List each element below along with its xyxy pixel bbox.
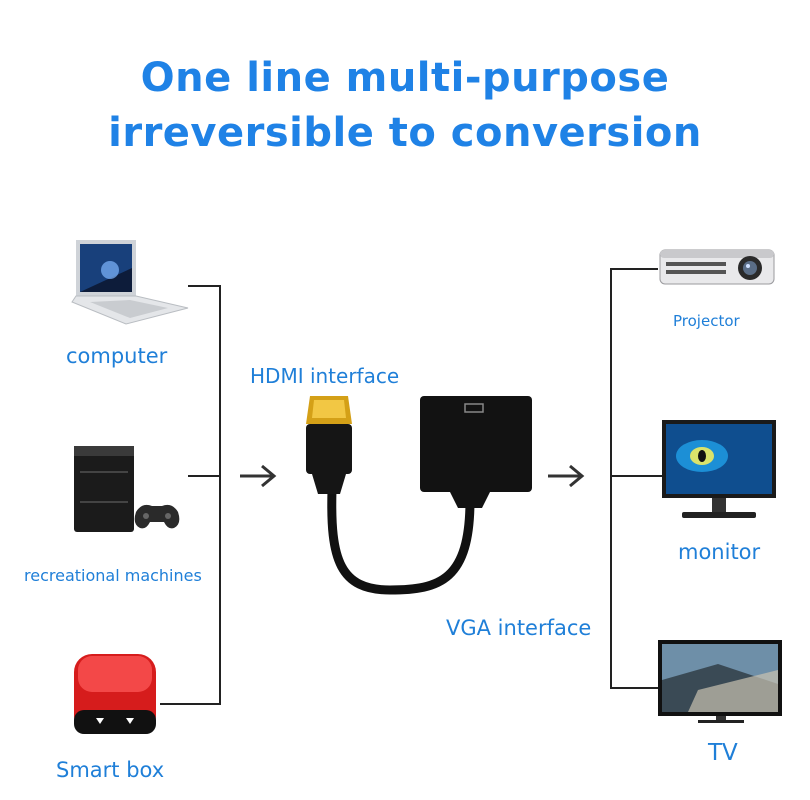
target-bracket-middle [610, 475, 662, 477]
headline-line-2: irreversible to conversion [108, 110, 702, 156]
projector-icon [659, 249, 775, 285]
source-bracket-middle [188, 475, 221, 477]
source-bracket-vertical [219, 285, 221, 705]
source-bracket-bottom [160, 703, 221, 705]
headline-line-1: One line multi-purpose [140, 55, 670, 101]
hdmi-interface-label: HDMI interface [250, 364, 400, 388]
target-bracket-vertical [610, 268, 612, 689]
source-label-smart-box: Smart box [56, 758, 165, 782]
source-label-computer: computer [66, 344, 168, 368]
hdmi-to-vga-adapter [306, 396, 532, 595]
tv-icon [658, 640, 782, 723]
target-label-projector: Projector [673, 312, 740, 330]
vga-interface-label: VGA interface [446, 616, 592, 640]
source-label-recreational-machines: recreational machines [24, 566, 202, 585]
target-label-monitor: monitor [678, 540, 761, 564]
target-bracket-bottom [610, 687, 660, 689]
target-bracket-top [610, 268, 658, 270]
game-console-icon [74, 446, 180, 532]
target-label-tv: TV [708, 740, 738, 766]
smart-box-icon [74, 654, 156, 734]
laptop-icon [71, 240, 189, 325]
monitor-icon [662, 420, 776, 518]
source-bracket-top [188, 285, 221, 287]
arrow-right-icon [548, 464, 585, 488]
arrow-right-icon [240, 464, 277, 488]
